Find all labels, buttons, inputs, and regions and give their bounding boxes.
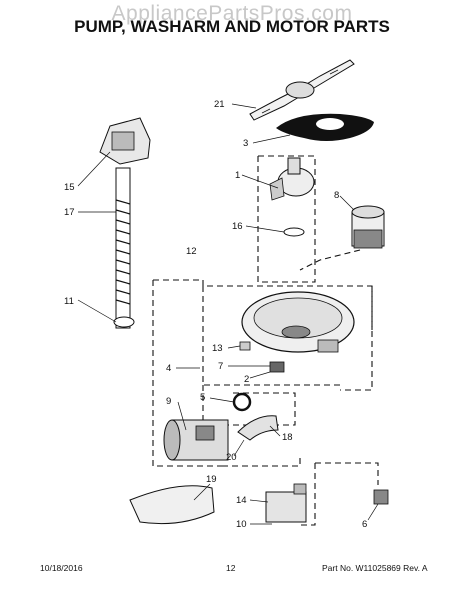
page-title: PUMP, WASHARM AND MOTOR PARTS [74, 17, 390, 36]
drain-pump [265, 483, 307, 523]
callout-7: 7 [218, 361, 223, 372]
inlet-valve [99, 117, 151, 165]
callout-4: 4 [166, 363, 171, 374]
callout-20: 20 [226, 452, 237, 463]
callout-9: 9 [166, 396, 171, 407]
callout-18: 18 [282, 432, 293, 443]
drain-hose [115, 167, 131, 329]
callout-12: 12 [186, 246, 197, 257]
callout-14: 14 [236, 495, 247, 506]
wire-connector [373, 489, 389, 505]
callout-3: 3 [243, 138, 248, 149]
callout-15: 15 [64, 182, 75, 193]
callout-10: 10 [236, 519, 247, 530]
callout-8: 8 [334, 190, 339, 201]
pump-cap [269, 157, 315, 201]
dashed-boundary-center-column [257, 155, 316, 283]
callout-1: 1 [235, 170, 240, 181]
sensor-part [269, 361, 285, 373]
callout-11: 11 [64, 296, 74, 307]
pump-motor [163, 419, 229, 461]
callout-6: 6 [362, 519, 367, 530]
gasket-ring [232, 392, 252, 412]
callout-16: 16 [232, 221, 243, 232]
callout-17: 17 [64, 207, 75, 218]
sump-assembly [241, 291, 355, 353]
clip-part [239, 341, 251, 351]
upper-wash-arm [249, 59, 355, 121]
motor-shroud [129, 485, 215, 525]
callout-13: 13 [212, 343, 223, 354]
callout-5: 5 [200, 392, 205, 403]
callout-19: 19 [206, 474, 217, 485]
watermark: AppliancePartsPros.com [111, 2, 353, 25]
callout-2: 2 [244, 374, 249, 385]
dashed-boundary-pump-group [153, 279, 373, 391]
elbow-hose [237, 415, 279, 441]
callout-21: 21 [214, 99, 225, 110]
filter-assembly [351, 205, 385, 249]
footer-part-number: Part No. W11025869 Rev. A [322, 563, 428, 573]
filter-disk [283, 227, 305, 237]
hose-clamp [113, 316, 135, 328]
footer-page-number: 12 [226, 563, 236, 573]
footer-date: 10/18/2016 [40, 563, 83, 573]
